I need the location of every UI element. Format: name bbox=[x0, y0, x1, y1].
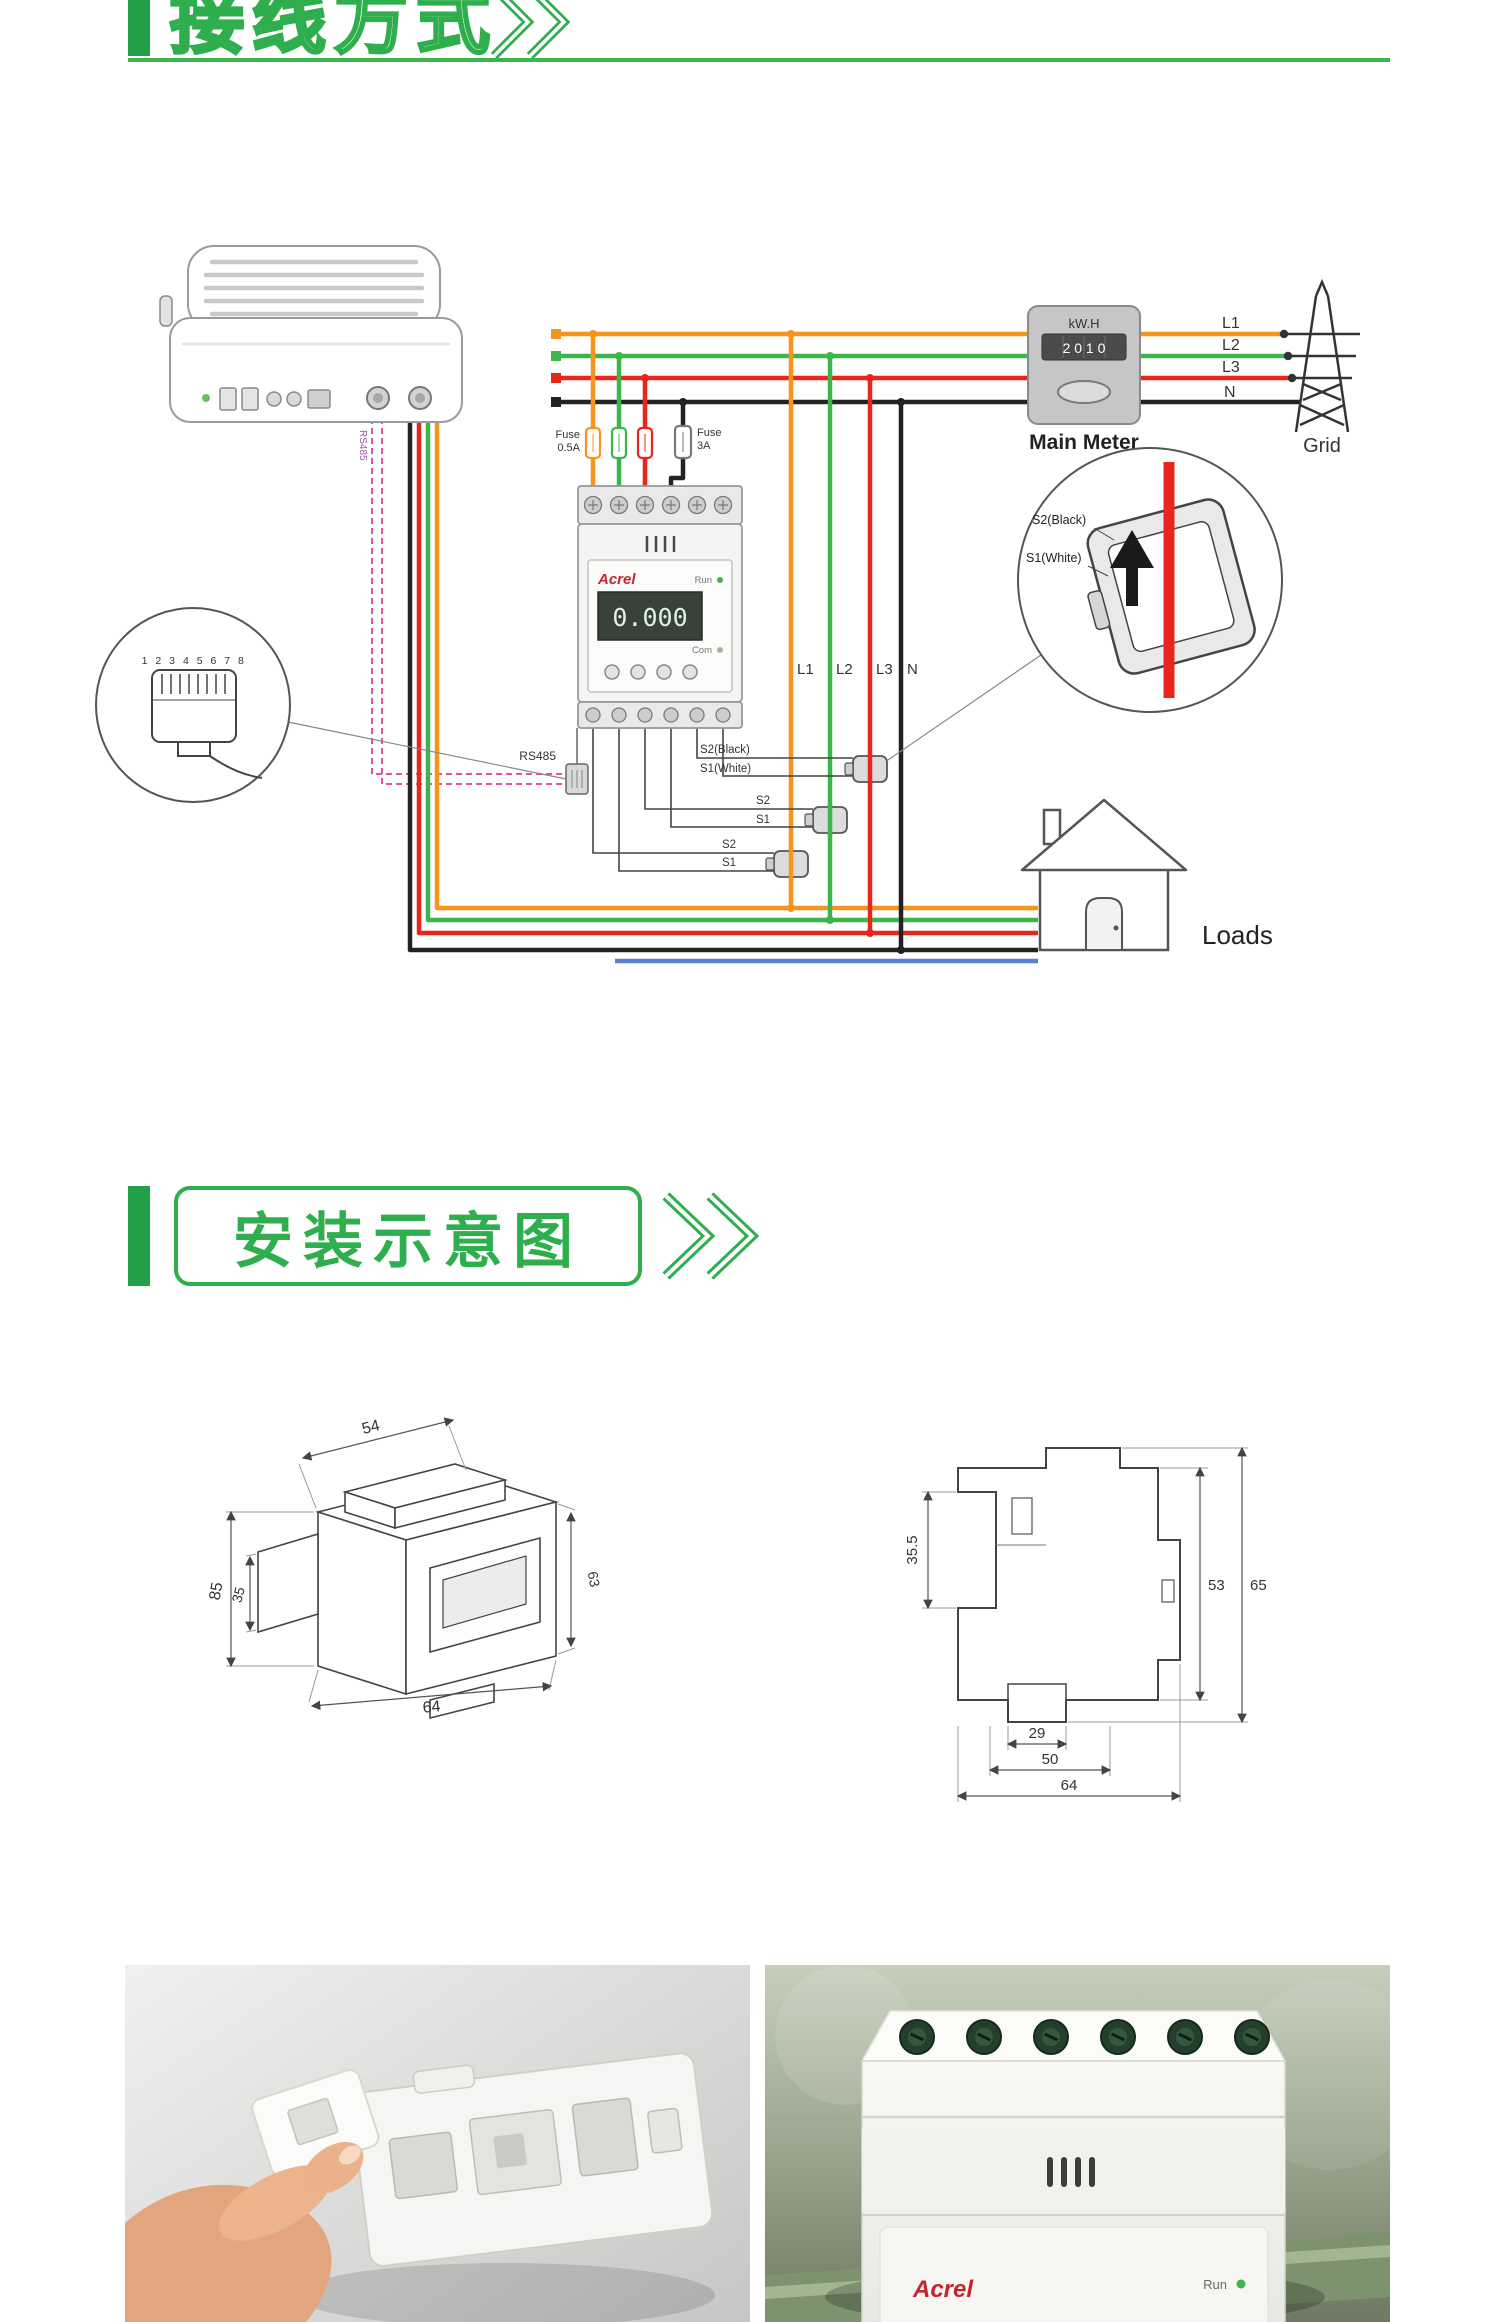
device-run-label: Run bbox=[1203, 2277, 1227, 2292]
profile-dim-w1: 29 bbox=[1029, 1725, 1046, 1742]
ct-clamp-l1 bbox=[765, 850, 809, 878]
section2-accent-bar bbox=[128, 1186, 150, 1286]
feeder-label-n: N bbox=[907, 661, 918, 678]
inverter-led bbox=[202, 394, 210, 402]
wiring-diagram: Grid L1 L2 L3 N kW.H 2 0 1 0 Main Meter bbox=[95, 245, 1360, 964]
section-title-wiring: 接线方式 bbox=[170, 0, 498, 62]
ct-detail: S2(Black) S1(White) bbox=[887, 447, 1283, 761]
chevron-right-icon-2 bbox=[662, 1192, 760, 1280]
main-meter-label: Main Meter bbox=[1029, 431, 1139, 454]
profile-dim-notch: 35.5 bbox=[904, 1535, 921, 1564]
inverter bbox=[159, 245, 463, 423]
rj45-detail: 1 2 3 4 5 6 7 8 bbox=[95, 607, 567, 803]
profile-dim-outer: 65 bbox=[1250, 1577, 1267, 1594]
rj45-pin-numbers: 1 2 3 4 5 6 7 8 bbox=[142, 655, 247, 667]
terminal-screws bbox=[899, 2019, 1270, 2055]
hand bbox=[125, 2141, 364, 2322]
ct-secondary-labels: S2(Black) S1(White) S2 S1 S2 S1 bbox=[700, 744, 770, 869]
iso-dim-depth: 64 bbox=[422, 1698, 441, 1716]
main-meter-reading: 2 0 1 0 bbox=[1063, 340, 1106, 356]
ct-lead-p2-s2: S2 bbox=[756, 795, 770, 807]
photo-meter-on-rail: Acrel Run Com bbox=[765, 1965, 1390, 2322]
feeder-label-l3: L3 bbox=[876, 661, 893, 678]
ct-lead-p3-s2: S2 bbox=[722, 839, 736, 851]
section1-underline bbox=[128, 58, 1390, 62]
profile-dim-w2: 50 bbox=[1042, 1751, 1059, 1768]
rj45-pins bbox=[161, 674, 226, 694]
fuse-big-name: Fuse bbox=[697, 427, 721, 439]
iso-dim-tab: 35 bbox=[228, 1585, 248, 1604]
iso-dim-right: 63 bbox=[585, 1570, 603, 1588]
ct-lead-p2-s1: S1 bbox=[756, 814, 770, 826]
loads-house bbox=[1020, 798, 1188, 952]
meter-device: Acrel Run Com bbox=[860, 2010, 1287, 2322]
feeder-phase-labels: L1 L2 L3 N bbox=[797, 661, 918, 678]
rs485-link: RS485 RS485 bbox=[357, 430, 589, 795]
main-meter: kW.H 2 0 1 0 Main Meter bbox=[1027, 305, 1141, 454]
meter-terminals bbox=[583, 495, 733, 723]
iso-dim-height: 85 bbox=[207, 1581, 227, 1602]
bus-label-n: N bbox=[1224, 384, 1236, 401]
grid-tower bbox=[1279, 278, 1360, 433]
device-vent-marks bbox=[1047, 2157, 1095, 2187]
inverter-vents bbox=[203, 259, 425, 317]
fuse-labels: Fuse 0.5A Fuse 3A bbox=[556, 427, 722, 454]
profile-drawing: 35.5 53 65 29 50 64 bbox=[904, 1446, 1267, 1802]
profile-dim-inner: 53 bbox=[1208, 1577, 1225, 1594]
section-header-install: 安装示意图 bbox=[174, 1186, 642, 1286]
ct-lead-p3-s1: S1 bbox=[722, 857, 736, 869]
bus-label-l1: L1 bbox=[1222, 315, 1240, 332]
meter-buttons bbox=[604, 664, 698, 680]
inverter-output-wires bbox=[407, 405, 1038, 964]
iso-drawing: 54 85 35 64 63 bbox=[207, 1417, 603, 1720]
section1-accent-bar bbox=[128, 0, 150, 56]
feeder-label-l2: L2 bbox=[836, 661, 853, 678]
fuse-small-rating: 0.5A bbox=[557, 442, 580, 454]
meter-com-label: Com bbox=[692, 645, 712, 656]
grid-bus-wires bbox=[551, 329, 1301, 407]
ct-detail-s2-label: S2(Black) bbox=[1032, 513, 1086, 527]
meter-run-label: Run bbox=[695, 575, 712, 586]
fuse-big-rating: 3A bbox=[697, 440, 711, 452]
section-header-wiring: 接线方式 bbox=[169, 0, 571, 62]
ct-lead-p1-s2: S2(Black) bbox=[700, 744, 750, 756]
ct-detail-s1-label: S1(White) bbox=[1026, 551, 1082, 565]
photo-din-clip bbox=[125, 1965, 750, 2322]
din-rail-bracket bbox=[350, 2052, 714, 2267]
bus-label-l2: L2 bbox=[1222, 337, 1240, 354]
main-meter-unit: kW.H bbox=[1068, 316, 1099, 331]
arrow-up-icon bbox=[1126, 566, 1138, 606]
iso-dim-top: 54 bbox=[360, 1417, 381, 1438]
ct-lead-p1-s1: S1(White) bbox=[700, 763, 751, 775]
install-drawings: 54 85 35 64 63 bbox=[207, 1417, 1267, 1802]
ct-clamp-l3 bbox=[844, 755, 888, 783]
section-title-install: 安装示意图 bbox=[233, 1207, 583, 1275]
photo-meter-on-rail-img: Acrel Run Com bbox=[765, 1965, 1390, 2322]
meter-vent-marks bbox=[645, 536, 676, 552]
rs485-comm-wires bbox=[371, 408, 566, 785]
rs485-vertical-label: RS485 bbox=[357, 430, 368, 461]
device-brand: Acrel bbox=[912, 2276, 974, 2303]
photo-din-clip-img bbox=[125, 1965, 750, 2322]
fuse-small-name: Fuse bbox=[556, 429, 580, 441]
fuse-0p5a bbox=[584, 426, 654, 460]
chevron-right-icon bbox=[490, 0, 571, 60]
bus-label-l3: L3 bbox=[1222, 359, 1240, 376]
bus-phase-labels: L1 L2 L3 N bbox=[1222, 315, 1240, 401]
ct-clamp-l2 bbox=[804, 806, 848, 834]
meter-brand: Acrel bbox=[597, 571, 636, 588]
rj45-jack bbox=[151, 669, 237, 743]
fuse-3a bbox=[673, 424, 693, 460]
loads-label: Loads bbox=[1202, 920, 1273, 950]
profile-dim-w3: 64 bbox=[1061, 1777, 1078, 1794]
feeder-label-l1: L1 bbox=[797, 661, 814, 678]
energy-meter: Acrel Run 0.000 Com bbox=[577, 485, 743, 729]
ct-secondary-wires bbox=[592, 728, 853, 872]
meter-lcd-value: 0.000 bbox=[612, 603, 687, 632]
grid-label: Grid bbox=[1303, 435, 1341, 457]
rs485-label: RS485 bbox=[519, 749, 556, 763]
